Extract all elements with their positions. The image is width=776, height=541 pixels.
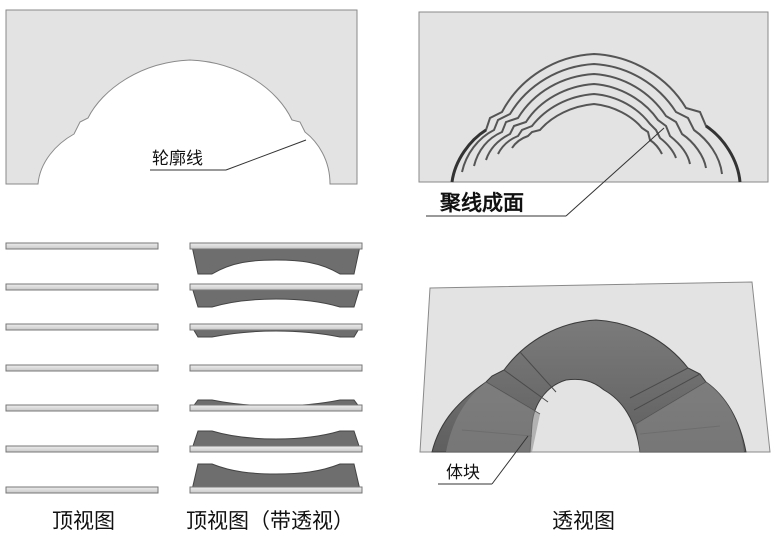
slab-plain xyxy=(5,445,159,453)
contour-panel: 轮廓线 xyxy=(5,9,358,185)
slab-section xyxy=(191,463,361,491)
slab-plain xyxy=(5,283,159,291)
slab-perspective xyxy=(189,404,363,412)
layered-arch-panel: 聚线成面 xyxy=(418,11,769,217)
solid-right-face xyxy=(636,382,744,452)
slab-plain xyxy=(5,404,159,412)
ring-layer xyxy=(461,62,723,175)
slab-plain xyxy=(5,364,159,372)
block-label: 体块 xyxy=(446,463,480,483)
solid-block-panel: 体块 xyxy=(419,281,771,485)
facet-line xyxy=(503,369,549,403)
solid-left-face xyxy=(446,382,540,452)
ring-shadow xyxy=(705,124,742,183)
layered-rings xyxy=(451,52,741,183)
slab-section xyxy=(191,430,361,450)
ring-shadows xyxy=(450,124,742,183)
facet-line xyxy=(629,367,689,399)
slab-perspective xyxy=(189,242,363,250)
top-view-slabs xyxy=(5,242,159,494)
facet-line xyxy=(519,351,557,393)
slab-perspective xyxy=(189,283,363,291)
slab-perspective xyxy=(189,364,363,372)
slab-section xyxy=(191,286,361,308)
ring-layer xyxy=(497,92,677,159)
ring-layer xyxy=(511,102,663,155)
slab-plain xyxy=(5,242,159,250)
top-view-perspective-slabs xyxy=(189,242,363,494)
slab-plain xyxy=(5,486,159,494)
caption-top-view: 顶视图 xyxy=(52,509,115,533)
layered-arch-background xyxy=(418,11,769,183)
ring-layer xyxy=(485,82,691,165)
contour-label: 轮廓线 xyxy=(152,149,203,169)
slab-section xyxy=(191,245,361,275)
surface-pointer-line xyxy=(565,127,665,217)
slab-perspective xyxy=(189,323,363,331)
slab-perspective xyxy=(189,445,363,453)
facet-line xyxy=(633,373,701,411)
contour-pointer-line xyxy=(225,139,307,171)
slab-plain xyxy=(5,323,159,331)
arch-contour-shape xyxy=(5,9,358,185)
block-pointer-line xyxy=(491,435,529,485)
ring-layer xyxy=(473,72,707,169)
surface-label: 聚线成面 xyxy=(439,191,524,215)
ring-shadow xyxy=(450,128,487,183)
caption-perspective-view: 透视图 xyxy=(552,509,615,533)
caption-top-view-perspective: 顶视图（带透视） xyxy=(186,509,354,533)
slab-perspective xyxy=(189,486,363,494)
